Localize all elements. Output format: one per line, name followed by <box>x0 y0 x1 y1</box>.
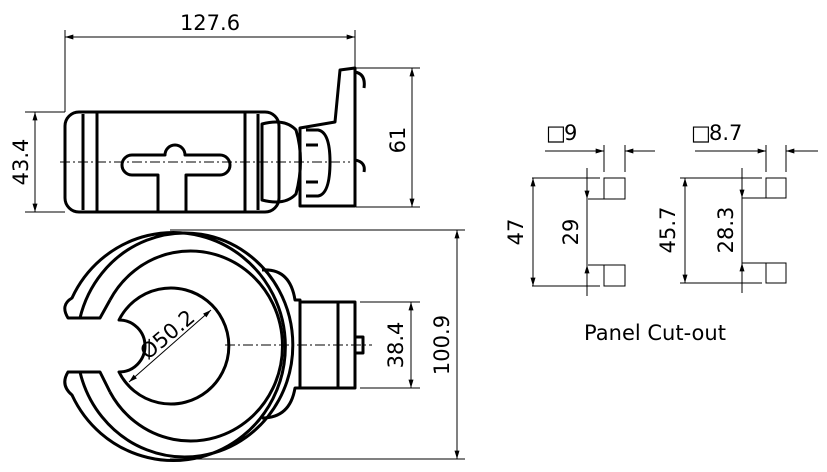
dim-square: 9 <box>564 121 577 145</box>
dim-inner: 28.3 <box>714 207 738 254</box>
top-view: 127.6 43.4 61 <box>9 11 420 214</box>
dim-inner: 29 <box>559 219 583 246</box>
front-view: Ø50.2 38.4 100.9 <box>63 229 465 462</box>
square-symbol: □ <box>546 121 566 145</box>
bracket-hooks <box>354 70 366 173</box>
dim-overall: 100.9 <box>430 315 454 375</box>
panel-cutout-caption: Panel Cut-out <box>584 321 726 345</box>
dim-square: 8.7 <box>709 121 742 145</box>
cutout-square <box>765 177 787 199</box>
dim-height: 43.4 <box>9 139 33 186</box>
cutout-square <box>765 262 787 284</box>
cutout-9: □ 9 47 29 <box>504 121 655 296</box>
clamp-ring-outer <box>63 231 295 462</box>
dim-connector: 38.4 <box>384 322 408 369</box>
cutout-square <box>603 264 626 287</box>
clamp-slots <box>120 143 232 212</box>
square-symbol: □ <box>691 121 711 145</box>
dim-outer: 47 <box>504 219 528 246</box>
dim-width: 127.6 <box>180 11 240 35</box>
dim-outer: 45.7 <box>656 207 680 254</box>
dim-bore: Ø50.2 <box>136 305 200 364</box>
cutout-square <box>603 177 626 200</box>
cutout-8-7: □ 8.7 45.7 28.3 <box>656 121 818 293</box>
dim-bracket: 61 <box>386 127 410 154</box>
